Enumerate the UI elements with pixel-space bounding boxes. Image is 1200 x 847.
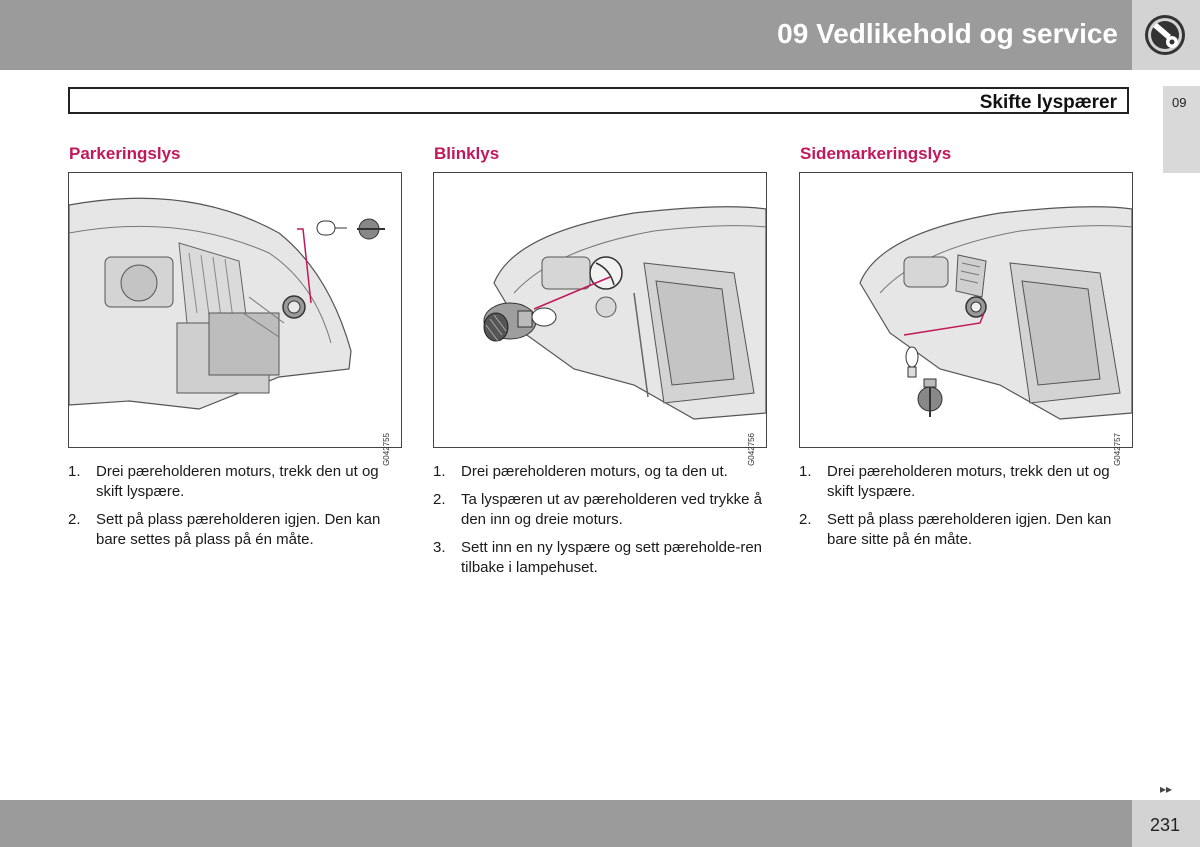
figure-headlamp-parking-bulb: G042755 (68, 172, 402, 466)
step-item: 2.Ta lyspæren ut av pæreholderen ved try… (433, 491, 762, 528)
figure-code: G042757 (1113, 433, 1122, 466)
column-heading: Sidemarkeringslys (800, 144, 952, 163)
continue-arrows-icon: ▸▸ (1160, 782, 1173, 796)
step-list: 1.Drei pæreholderen moturs, trekk den ut… (68, 462, 402, 550)
chapter-title: 09 Vedlikehold og service (777, 18, 1118, 49)
step-list: 1.Drei pæreholderen moturs, trekk den ut… (799, 462, 1133, 550)
step-item: 3.Sett inn en ny lyspære og sett pærehol… (433, 539, 763, 576)
column-heading: Blinklys (434, 144, 500, 163)
chapter-side-tab[interactable]: 09 (1163, 86, 1200, 173)
step-item: 2.Sett på plass pæreholderen igjen. Den … (68, 511, 381, 548)
figure-headlamp-turn-signal: G042756 (433, 172, 767, 466)
figure-code: G042756 (747, 433, 756, 466)
column-blinklys: Blinklys G042756 1.Drei pæreholderen mot… (433, 144, 767, 586)
footer-page-box: 231 (1132, 800, 1200, 847)
headlamp-illustration (483, 206, 766, 420)
column-heading: Parkeringslys (69, 144, 181, 163)
step-list: 1.Drei pæreholderen moturs, og ta den ut… (433, 462, 767, 578)
header-bar: 09 Vedlikehold og service (0, 0, 1132, 70)
wrench-gear-icon (1145, 15, 1185, 55)
figure-code: G042755 (382, 433, 391, 466)
page-number: 231 (1150, 815, 1181, 835)
headlamp-illustration (859, 206, 1132, 420)
chapter-side-tab-label: 09 (1172, 95, 1187, 110)
step-item: 2.Sett på plass pæreholderen igjen. Den … (799, 511, 1112, 548)
step-item: 1.Drei pæreholderen moturs, trekk den ut… (799, 463, 1110, 500)
header-icon-box (1132, 0, 1200, 70)
step-item: 1.Drei pæreholderen moturs, trekk den ut… (68, 463, 379, 500)
column-sidemarkeringslys: Sidemarkeringslys G042757 1.Drei pærehol… (799, 144, 1133, 558)
figure-headlamp-side-marker: G042757 (799, 172, 1133, 466)
headlamp-illustration (69, 197, 385, 410)
step-item: 1.Drei pæreholderen moturs, og ta den ut… (433, 463, 728, 480)
section-title: Skifte lyspærer (979, 92, 1117, 113)
footer-bar (0, 800, 1132, 847)
column-parkeringslys: Parkeringslys G042755 1.Drei pæreholdere… (68, 144, 402, 558)
section-title-box: Skifte lyspærer (68, 87, 1129, 114)
